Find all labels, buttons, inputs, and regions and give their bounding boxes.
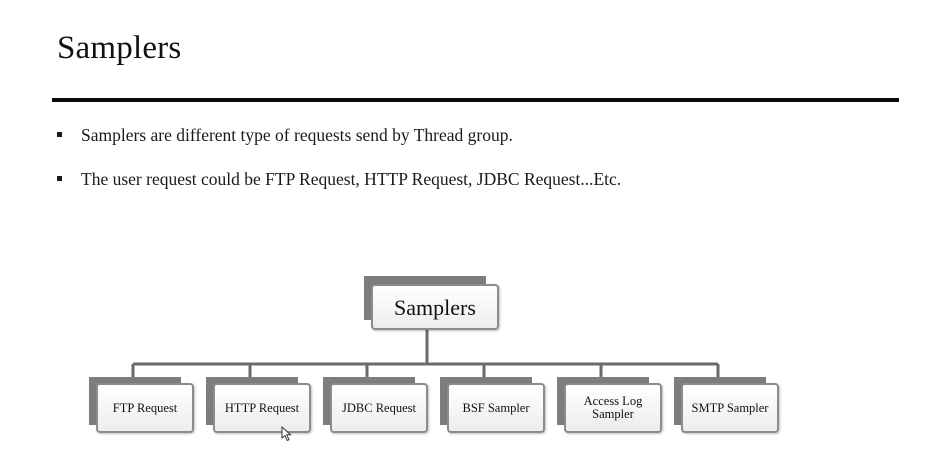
bullet-item: Samplers are different type of requests … [57,124,621,146]
slide-title: Samplers [57,30,182,66]
root-node-label: Samplers [394,294,476,320]
child-node-ftp-request: FTP Request [96,383,194,433]
bullet-item: The user request could be FTP Request, H… [57,168,621,190]
child-node-http-request: HTTP Request [213,383,311,433]
child-node-label: HTTP Request [224,400,300,415]
child-node-label: FTP Request [112,400,178,415]
child-node-label: Access Log Sampler [583,394,643,421]
square-bullet-icon [57,176,62,181]
child-node-smtp-sampler: SMTP Sampler [681,383,779,433]
child-node-access-log-sampler: Access Log Sampler [564,383,662,433]
bullet-text: The user request could be FTP Request, H… [81,169,622,189]
title-rule [52,98,899,102]
child-node-label: JDBC Request [342,400,416,415]
mouse-pointer-icon [281,426,292,442]
child-node-label: SMTP Sampler [691,400,769,415]
child-node-label: BSF Sampler [462,400,530,415]
root-node-samplers: Samplers [371,284,499,330]
child-node-bsf-sampler: BSF Sampler [447,383,545,433]
child-node-jdbc-request: JDBC Request [330,383,428,433]
bullet-list: Samplers are different type of requests … [57,124,621,212]
square-bullet-icon [57,132,62,137]
bullet-text: Samplers are different type of requests … [81,125,513,145]
